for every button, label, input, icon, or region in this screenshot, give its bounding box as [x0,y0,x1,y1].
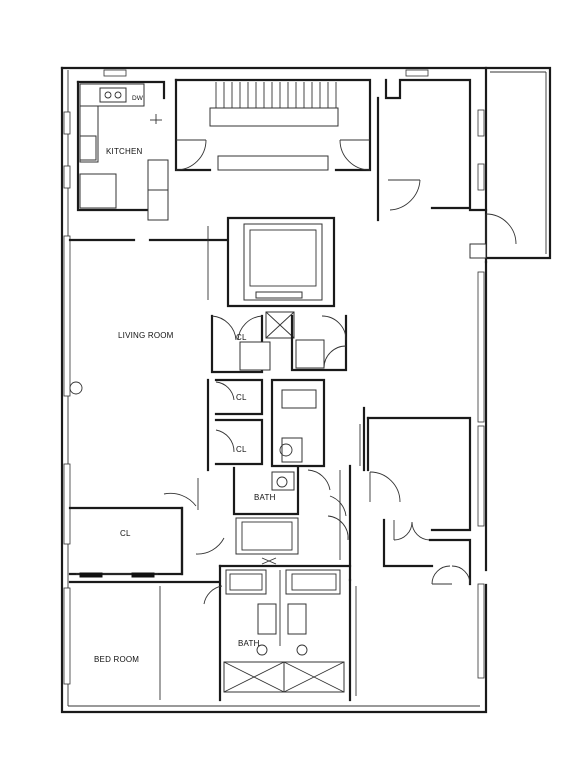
elevator [243,223,323,301]
bath-label-1: BATH [254,493,276,502]
bathtub-1 [235,517,299,555]
closet-label-4: CL [120,529,131,538]
bath-1: BATH [163,466,349,565]
interior-partitions [180,378,366,582]
stove [79,135,97,161]
closet-label-2: CL [236,393,247,402]
closet-label-3: CL [236,445,247,454]
stair-treads [215,82,337,108]
kitchen: DW KITCHEN [76,80,169,221]
bed-room-label: BED ROOM [94,655,139,664]
kitchen-label: KITCHEN [106,147,143,156]
bath-2: BATH [203,564,352,702]
middle-right-room [359,416,472,532]
closet-rod-2 [131,572,155,578]
closets: CL CL CL [210,314,348,468]
shower-b [287,603,307,635]
stair-hall [174,78,372,172]
kitchen-sink [99,87,127,103]
living-room-label: LIVING ROOM [118,331,174,340]
upper-right-room [376,78,517,259]
column-marker [69,381,83,395]
living-room: LIVING ROOM [68,226,228,395]
windows [63,69,485,685]
toilet-1 [279,443,293,457]
bath-label-2: BATH [238,639,260,648]
lower-right-room [348,518,472,702]
kitchen-cabinet [147,189,169,221]
dishwasher-label: DW [132,95,144,102]
stair-bench [217,155,329,171]
bed-room: BED ROOM [68,580,220,700]
central-core [226,216,336,339]
shower-a [257,603,277,635]
vanity [281,389,317,409]
closet-rod-1 [79,572,103,578]
closet-left: CL [68,506,184,578]
closet-label-1: CL [236,333,247,342]
fridge [79,173,117,209]
kitchen-island [147,159,169,191]
stair-landing [209,107,339,127]
